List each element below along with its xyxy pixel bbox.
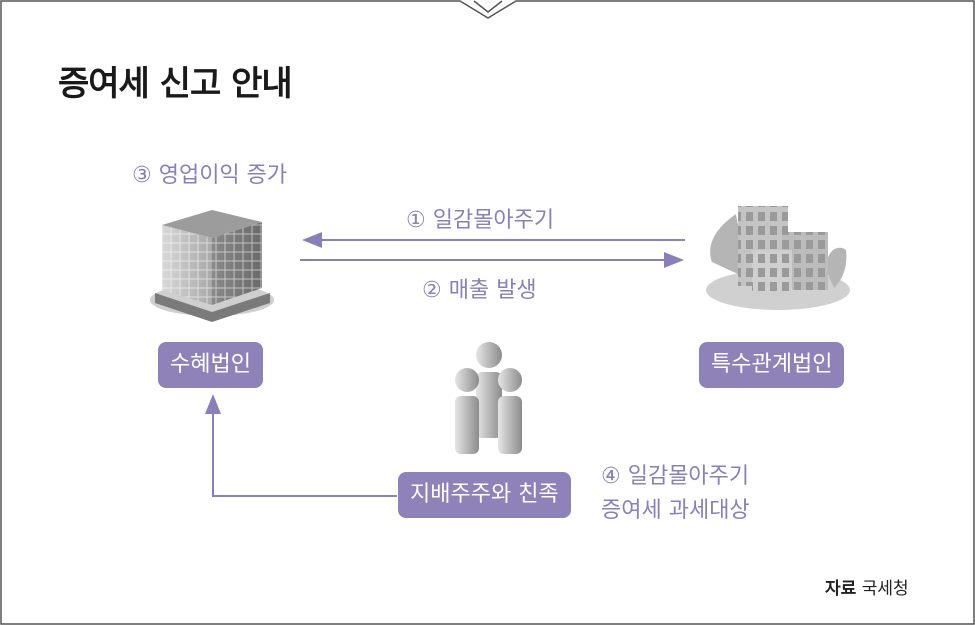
source-credit: 자료 국세청 xyxy=(825,574,909,599)
notch-chevron-icon xyxy=(473,0,503,13)
note-step2: ② 매출 발생 xyxy=(422,278,537,303)
note-step4-line2: 증여세 과세대상 xyxy=(601,498,750,523)
node-beneficiary: 수혜법인 xyxy=(158,342,263,388)
source-label: 자료 xyxy=(825,579,857,599)
source-value: 국세청 xyxy=(861,579,909,599)
people-group-icon xyxy=(455,342,522,454)
note-step1: ① 일감몰아주기 xyxy=(406,208,555,233)
arrow-step4 xyxy=(212,410,397,497)
city-buildings-icon xyxy=(706,206,850,310)
page-title: 증여세 신고 안내 xyxy=(58,64,293,104)
note-step3: ③ 영업이익 증가 xyxy=(132,163,288,188)
office-building-icon xyxy=(150,210,274,322)
node-controller: 지배주주와 친족 xyxy=(398,472,571,518)
node-related: 특수관계법인 xyxy=(699,342,845,388)
note-step4-line1: ④ 일감몰아주기 xyxy=(601,464,750,489)
